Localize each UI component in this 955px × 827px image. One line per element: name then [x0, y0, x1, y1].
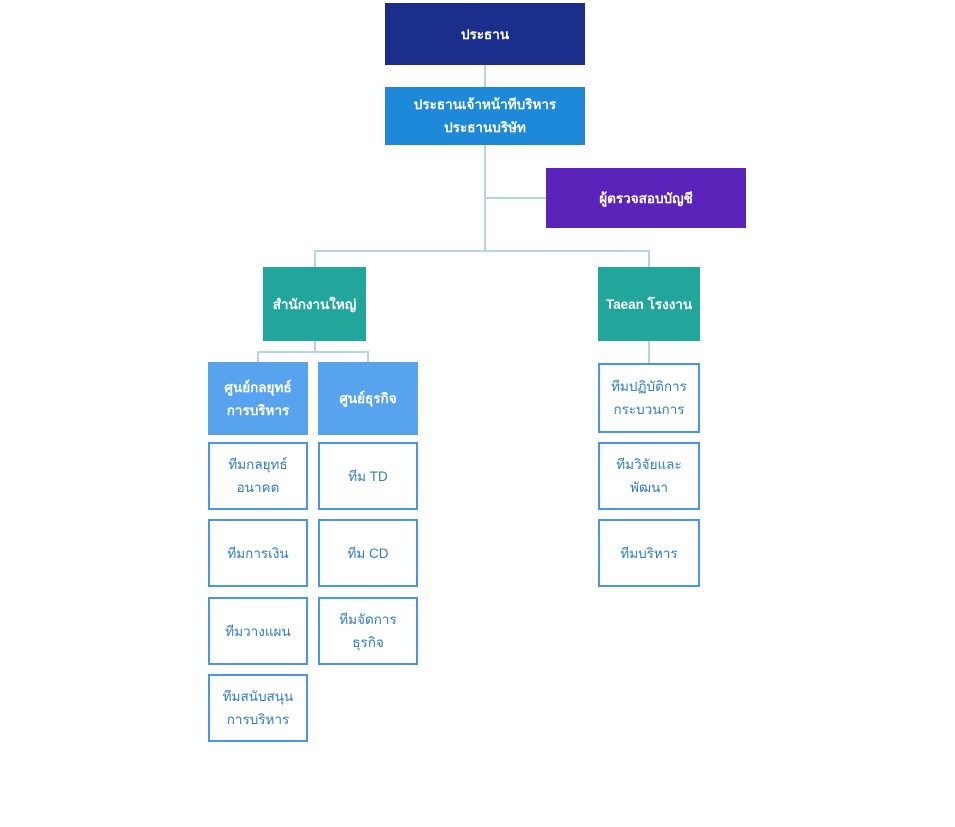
org-node-label: ทีมสนับสนุน การบริหาร [222, 689, 294, 727]
org-node-label: ทีมกลยุทธ์ อนาคต [228, 457, 288, 495]
org-node-label: ทีมการเงิน [227, 545, 289, 561]
connector-auditor-stub [485, 197, 546, 199]
org-node-label: ทีม CD [347, 545, 389, 561]
connector-centers-horizontal [257, 351, 369, 353]
org-node-planning-team[interactable]: ทีมวางแผน [208, 597, 308, 665]
connector-strategy-center-drop [257, 351, 259, 362]
org-node-label: ศูนย์กลยุทธ์ การบริหาร [224, 379, 292, 418]
org-node-label: ผู้ตรวจสอบบัญชี [599, 190, 693, 206]
connector-main-right-drop [648, 250, 650, 267]
org-node-label: Taean โรงงาน [605, 296, 693, 312]
org-node-process-operation-team[interactable]: ทีมปฏิบัติการ กระบวนการ [598, 363, 700, 433]
org-node-label: ทีมปฏิบัติการ กระบวนการ [611, 379, 687, 417]
org-node-head-office[interactable]: สำนักงานใหญ่ [263, 267, 366, 341]
org-node-rnd-team[interactable]: ทีมวิจัยและ พัฒนา [598, 442, 700, 510]
org-node-label: ทีมจัดการ ธุรกิจ [339, 612, 397, 650]
org-node-management-support-team[interactable]: ทีมสนับสนุน การบริหาร [208, 674, 308, 742]
org-node-business-management-team[interactable]: ทีมจัดการ ธุรกิจ [318, 597, 418, 665]
org-node-label: ทีมบริหาร [620, 545, 678, 561]
org-node-finance-team[interactable]: ทีมการเงิน [208, 519, 308, 587]
org-node-label: สำนักงานใหญ่ [272, 296, 357, 312]
org-node-taean-factory[interactable]: Taean โรงงาน [598, 267, 700, 341]
org-node-ceo[interactable]: ประธานเจ้าหน้าทีบริหาร ประธานบริษัท [385, 87, 585, 145]
org-node-strategy-center[interactable]: ศูนย์กลยุทธ์ การบริหาร [208, 362, 308, 435]
org-node-label: ประธานเจ้าหน้าทีบริหาร ประธานบริษัท [413, 97, 557, 135]
org-node-label: ทีมวิจัยและ พัฒนา [616, 457, 682, 495]
connector-main-horizontal [314, 250, 650, 252]
org-node-cd-team[interactable]: ทีม CD [318, 519, 418, 587]
org-node-chairman[interactable]: ประธาน [385, 3, 585, 65]
org-node-future-strategy-team[interactable]: ทีมกลยุทธ์ อนาคต [208, 442, 308, 510]
org-node-auditor[interactable]: ผู้ตรวจสอบบัญชี [546, 168, 746, 228]
connector-chairman-ceo [484, 65, 486, 87]
org-node-td-team[interactable]: ทีม TD [318, 442, 418, 510]
org-node-management-team[interactable]: ทีมบริหาร [598, 519, 700, 587]
connector-business-center-drop [367, 351, 369, 362]
connector-taean-drop [648, 341, 650, 363]
org-node-label: ทีมวางแผน [225, 623, 291, 639]
org-node-label: ศูนย์ธุรกิจ [339, 391, 397, 406]
org-node-business-center[interactable]: ศูนย์ธุรกิจ [318, 362, 418, 435]
connector-head-office-drop [314, 341, 316, 353]
connector-main-left-drop [314, 250, 316, 267]
org-node-label: ทีม TD [348, 468, 388, 484]
org-node-label: ประธาน [460, 26, 510, 42]
